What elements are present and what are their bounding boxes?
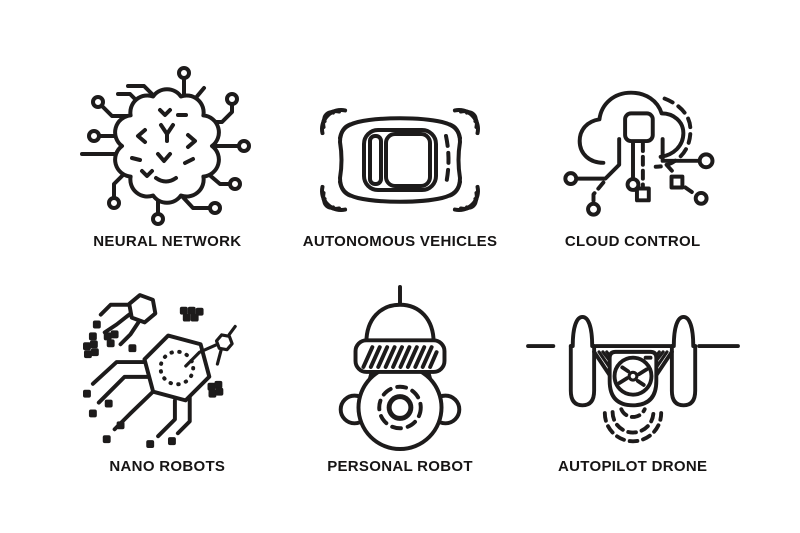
right-propeller xyxy=(671,314,695,348)
large-nano-robot xyxy=(91,333,212,438)
camera-ring xyxy=(612,355,654,397)
car-cabin xyxy=(361,128,438,192)
left-arm-hatched xyxy=(591,349,612,377)
particle-dots xyxy=(83,306,224,448)
icon-cell-neural-network: NEURAL NETWORK xyxy=(55,30,280,251)
nano-robots-illustration xyxy=(73,255,261,459)
radar-arcs-top-left xyxy=(320,108,348,136)
icon-cell-nano-robots: NANO ROBOTS xyxy=(55,255,280,476)
caption-autonomous-vehicles: AUTONOMOUS VEHICLES xyxy=(302,233,498,250)
cloud-control-icon xyxy=(563,90,715,217)
brain-outline xyxy=(113,87,222,205)
cloud-control-illustration xyxy=(544,30,722,234)
icon-cell-cloud-control: CLOUD CONTROL xyxy=(520,30,745,251)
caption-cloud-control: CLOUD CONTROL xyxy=(564,233,701,250)
left-propeller xyxy=(570,314,594,348)
cloud-outline xyxy=(577,90,686,165)
autonomous-vehicles-icon xyxy=(320,108,480,212)
icon-cell-autopilot-drone: AUTOPILOT DRONE xyxy=(520,255,745,476)
autopilot-drone-illustration xyxy=(525,255,740,459)
radar-arcs-top-right xyxy=(452,108,480,136)
autonomous-vehicles-illustration xyxy=(300,30,500,234)
car-roof xyxy=(383,132,432,188)
autopilot-drone-icon xyxy=(525,314,740,443)
neural-network-illustration xyxy=(72,30,262,234)
chip xyxy=(622,111,655,144)
circuit-bus xyxy=(563,137,715,217)
radar-arcs-bottom-right xyxy=(452,184,480,212)
caption-nano-robots: NANO ROBOTS xyxy=(109,457,226,475)
nano-robots-icon xyxy=(83,292,238,448)
caption-neural-network: NEURAL NETWORK xyxy=(93,233,242,250)
icon-cell-personal-robot: PERSONAL ROBOT xyxy=(288,255,513,476)
chest-dashed-ring xyxy=(377,384,423,430)
caption-autopilot-drone: AUTOPILOT DRONE xyxy=(558,457,708,475)
camera-shutter xyxy=(617,364,649,387)
camera-center xyxy=(627,370,639,382)
right-arm-hatched xyxy=(654,349,674,377)
chest-ring xyxy=(386,393,414,421)
icon-cell-autonomous-vehicles: AUTONOMOUS VEHICLES xyxy=(288,30,513,251)
car-rear-window xyxy=(443,134,451,186)
neural-network-icon xyxy=(80,66,252,226)
car-windshield xyxy=(367,134,383,186)
car-bumper-marks xyxy=(337,122,462,198)
right-motor-pod xyxy=(669,314,697,407)
small-nano-robot xyxy=(99,292,158,346)
signal-arcs xyxy=(602,406,663,443)
tiny-nano-robot xyxy=(184,324,238,368)
robot-body xyxy=(356,363,444,451)
caption-personal-robot: PERSONAL ROBOT xyxy=(327,457,473,475)
left-motor-pod xyxy=(568,314,596,407)
robot-head-dome xyxy=(364,302,436,344)
personal-robot-illustration xyxy=(325,255,475,459)
personal-robot-icon xyxy=(338,284,462,451)
radar-arcs-bottom-left xyxy=(320,184,348,212)
brain-folds xyxy=(130,108,198,184)
visor-hatch xyxy=(361,344,439,369)
